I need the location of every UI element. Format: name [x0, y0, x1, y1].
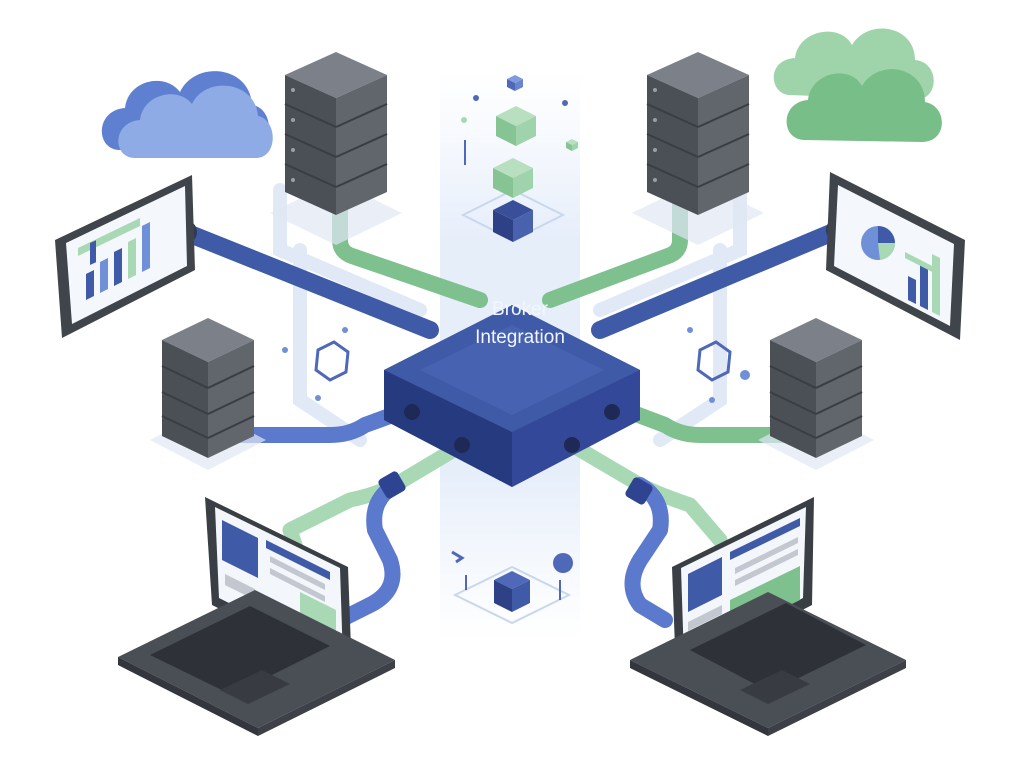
- monitor-icon: [55, 175, 195, 338]
- monitor-icon: [826, 172, 965, 340]
- server-icon: [758, 318, 874, 470]
- cube-stack-top: [460, 75, 578, 242]
- cloud-icon: [101, 71, 273, 158]
- server-icon: [270, 52, 402, 245]
- laptop-icon: [118, 497, 395, 736]
- server-icon: [632, 52, 764, 245]
- laptop-icon: [630, 497, 906, 736]
- server-icon: [150, 318, 266, 470]
- hexagon-icon: [314, 340, 732, 382]
- cube-icon: [451, 550, 573, 625]
- broker-hub: [384, 305, 640, 487]
- cloud-icon: [773, 28, 942, 142]
